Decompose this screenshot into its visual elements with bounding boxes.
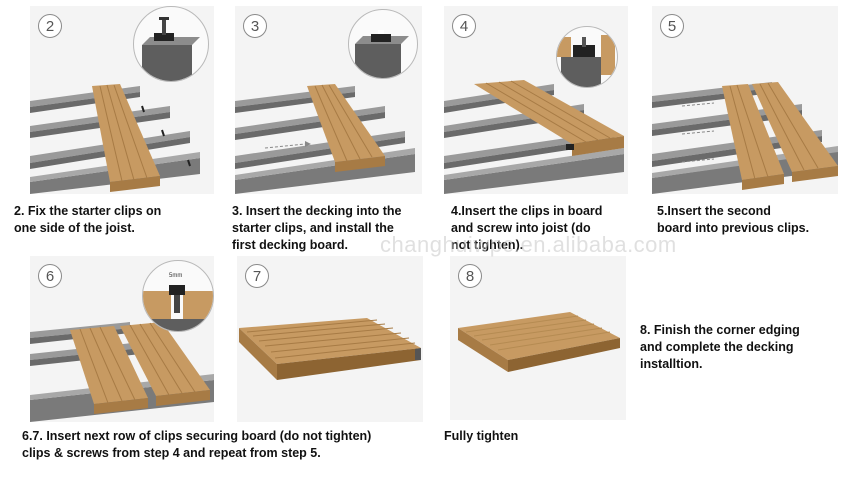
step-3-illustration xyxy=(235,84,415,194)
step-5-illustration xyxy=(652,82,838,194)
step-4-image: 4 xyxy=(444,6,628,194)
gap-detail-inset: 5mm xyxy=(142,260,214,332)
watermark: changhuiwpc.en.alibaba.com xyxy=(380,232,677,257)
step-6-image: 6 5mm xyxy=(30,256,214,422)
clip-detail-inset xyxy=(133,6,209,82)
step-8-caption: 8. Finish the corner edging and complete… xyxy=(640,323,800,371)
step-2-illustration xyxy=(30,84,200,194)
step-6-caption: 6.7. Insert next row of clips securing b… xyxy=(22,429,372,460)
gap-measure-label: 5mm xyxy=(169,273,183,279)
step-number-badge: 2 xyxy=(38,14,62,38)
step-2-image: 2 xyxy=(30,6,214,194)
step-number-badge: 6 xyxy=(38,264,62,288)
step-4-illustration xyxy=(444,80,624,194)
step-number-badge: 8 xyxy=(458,264,482,288)
step-5-image: 5 xyxy=(652,6,838,194)
step-6-illustration xyxy=(30,322,214,422)
step-number-badge: 5 xyxy=(660,14,684,38)
step-7-illustration xyxy=(239,318,421,380)
step-7-caption: Fully tighten xyxy=(444,429,519,443)
clip-screw-inset xyxy=(556,26,618,88)
step-3-caption: 3. Insert the decking into the starter c… xyxy=(232,204,402,252)
step-4-caption: 4.Insert the clips in board and screw in… xyxy=(451,204,603,252)
step-8-image: 8 xyxy=(450,256,626,420)
step-3-image: 3 xyxy=(235,6,422,194)
clip-detail-inset xyxy=(348,9,418,79)
step-number-badge: 4 xyxy=(452,14,476,38)
step-number-badge: 7 xyxy=(245,264,269,288)
step-8-illustration xyxy=(458,312,620,372)
step-2-caption: 2. Fix the starter clips on one side of … xyxy=(14,204,162,235)
step-number-badge: 3 xyxy=(243,14,267,38)
step-5-caption: 5.Insert the second board into previous … xyxy=(657,204,810,235)
step-7-image: 7 xyxy=(237,256,423,422)
